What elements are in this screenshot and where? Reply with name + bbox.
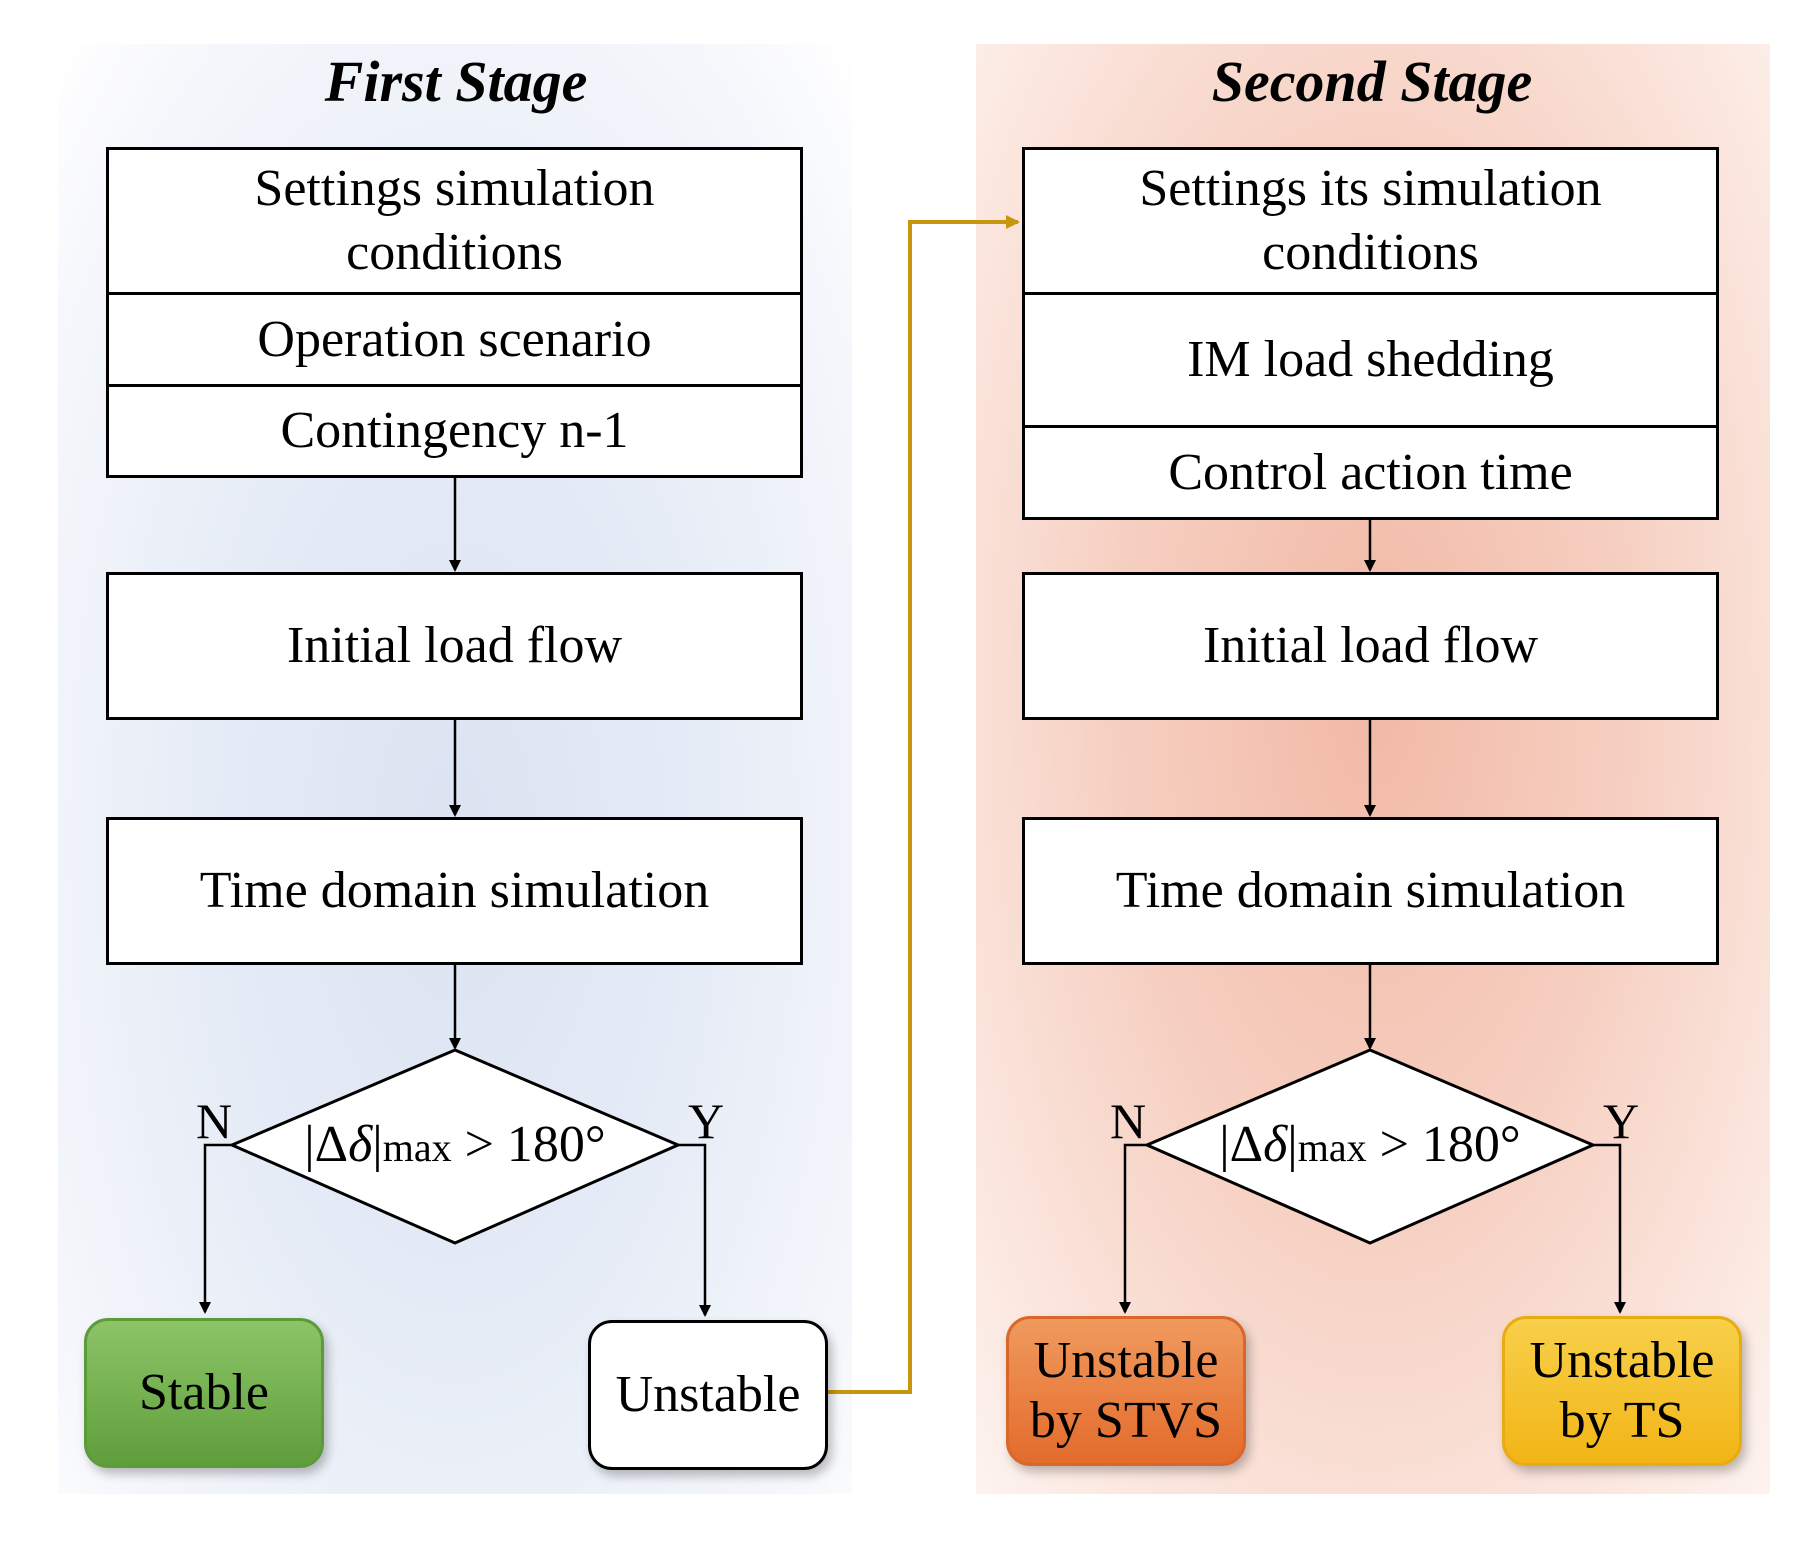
condition-label-second: |Δδ|max > 180°	[1219, 1116, 1521, 1173]
first-stage-title: First Stage	[324, 49, 588, 114]
contingency-box: Contingency n-1	[106, 384, 803, 478]
initial-load-flow-box-first: Initial load flow	[106, 572, 803, 720]
no-label-second: N	[1110, 1093, 1147, 1149]
condition-label-first: |Δδ|max > 180°	[304, 1116, 606, 1173]
im-load-shedding-box: IM load shedding	[1022, 292, 1719, 428]
initial-load-flow-box-second: Initial load flow	[1022, 572, 1719, 720]
settings-box-first: Settings simulation conditions	[106, 147, 803, 295]
control-action-time-box: Control action time	[1022, 425, 1719, 520]
yes-label-first: Y	[688, 1093, 725, 1149]
no-label-first: N	[196, 1093, 233, 1149]
unstable-terminal: Unstable	[588, 1320, 828, 1470]
unstable-by-ts-terminal: Unstable by TS	[1502, 1316, 1742, 1466]
yes-label-second: Y	[1603, 1093, 1640, 1149]
stable-terminal: Stable	[84, 1318, 324, 1468]
operation-scenario-box: Operation scenario	[106, 292, 803, 387]
time-domain-simulation-box-second: Time domain simulation	[1022, 817, 1719, 965]
second-stage-title: Second Stage	[1211, 49, 1533, 114]
settings-box-second: Settings its simulation conditions	[1022, 147, 1719, 295]
unstable-by-stvs-terminal: Unstable by STVS	[1006, 1316, 1246, 1466]
time-domain-simulation-box-first: Time domain simulation	[106, 817, 803, 965]
